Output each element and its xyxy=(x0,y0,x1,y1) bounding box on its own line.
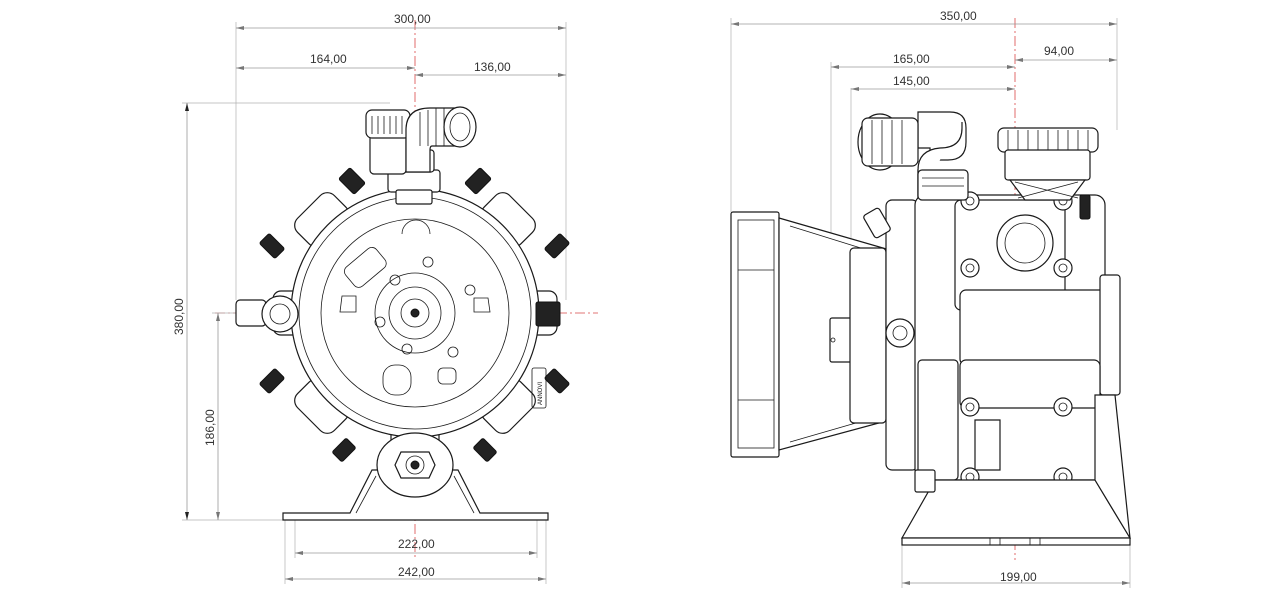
side-view: 350,00 165,00 145,00 94,00 199,0 xyxy=(730,9,1132,588)
dim-front-base-inner: 222,00 xyxy=(295,537,537,555)
dim-side-overall-length: 350,00 xyxy=(731,9,1117,26)
dim-front-left-offset: 164,00 xyxy=(236,52,415,70)
front-top-elbow xyxy=(365,106,477,205)
front-bottom-outlet xyxy=(376,432,454,498)
dim-label: 222,00 xyxy=(398,537,435,551)
dim-front-axis-height: 186,00 xyxy=(203,313,220,520)
dim-label: 350,00 xyxy=(940,9,977,23)
dim-label: 199,00 xyxy=(1000,570,1037,584)
side-pump-body xyxy=(863,191,1121,487)
dim-label: 136,00 xyxy=(474,60,511,74)
side-top-elbow xyxy=(857,111,1099,201)
dim-label: 164,00 xyxy=(310,52,347,66)
dim-front-right-offset: 136,00 xyxy=(415,60,566,77)
dim-label: 94,00 xyxy=(1044,44,1074,58)
dim-side-base-length: 199,00 xyxy=(902,570,1130,585)
front-main-housing xyxy=(290,188,540,438)
dim-label: 165,00 xyxy=(893,52,930,66)
front-view: 300,00 164,00 136,00 380,00 186, xyxy=(172,12,598,584)
dim-label: 242,00 xyxy=(398,565,435,579)
dim-label: 380,00 xyxy=(172,298,186,335)
dim-label: 145,00 xyxy=(893,74,930,88)
front-side-ports: ANNOVI xyxy=(235,295,561,409)
dim-side-left-offset-b: 145,00 xyxy=(851,74,1015,91)
dim-label: 300,00 xyxy=(394,12,431,26)
dim-side-left-offset-a: 165,00 xyxy=(831,52,1015,69)
side-flange xyxy=(730,211,891,458)
dim-front-base-outer: 242,00 xyxy=(285,565,546,581)
dim-front-overall-height: 380,00 xyxy=(172,103,189,520)
dim-side-right-offset: 94,00 xyxy=(1015,44,1117,62)
svg-text:ANNOVI: ANNOVI xyxy=(538,382,544,405)
dim-label: 186,00 xyxy=(203,409,217,446)
side-base-bracket xyxy=(900,394,1132,546)
dim-front-overall-width: 300,00 xyxy=(236,12,566,30)
